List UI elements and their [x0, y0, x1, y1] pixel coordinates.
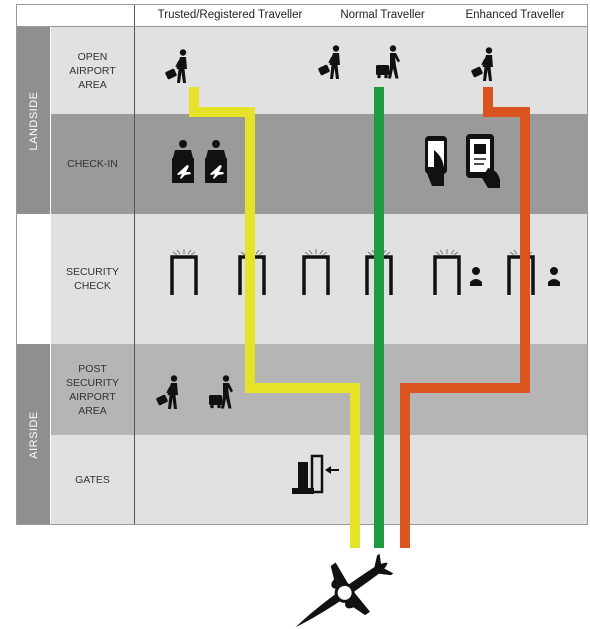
- row-label-gates: GATES: [75, 474, 110, 486]
- airside-bar: AIRSIDE: [17, 344, 50, 525]
- row-label-open-airport-area: OPEN AIRPORT AREA: [69, 50, 116, 91]
- label-column-divider: [134, 4, 135, 525]
- mobile-checkin-icon: [425, 136, 447, 186]
- boarding-gate-icon: [292, 454, 340, 494]
- enhanced-traveller-path: [400, 87, 530, 548]
- normal-traveller-suitcase-icon: [317, 44, 341, 80]
- normal-traveller-cart-icon: [376, 45, 400, 79]
- security-gate-icon: [170, 247, 198, 297]
- row-label-check-in: CHECK-IN: [67, 158, 118, 170]
- airplane-icon: [295, 553, 394, 628]
- enhanced-traveller-icon: [470, 46, 494, 82]
- security-guard-icon: [470, 267, 482, 286]
- landside-bar: LANDSIDE: [17, 27, 50, 214]
- grid-top-border: [16, 4, 588, 5]
- trusted-traveller-icon: [164, 48, 188, 84]
- row-label-security-check: SECURITY CHECK: [65, 266, 120, 292]
- post-security-traveller-icon: [155, 374, 179, 410]
- trusted-traveller-path: [189, 87, 360, 548]
- grid-right-border: [587, 4, 588, 525]
- security-guard-icon: [548, 267, 560, 286]
- grid-bottom-border: [16, 524, 588, 525]
- security-gate-icon: [433, 247, 461, 297]
- column-header-enhanced: Enhanced Traveller: [465, 9, 565, 21]
- checkin-desk-icon: [172, 140, 194, 183]
- kiosk-checkin-icon: [466, 134, 500, 188]
- row-security-check: [51, 214, 588, 344]
- post-security-cart-traveller-icon: [209, 375, 233, 409]
- row-gates: [51, 435, 588, 525]
- grid-left-border: [16, 4, 17, 525]
- row-label-post-security-area: POST SECURITY AIRPORT AREA: [65, 362, 120, 417]
- row-check-in: [51, 114, 588, 214]
- column-header-normal: Normal Traveller: [340, 9, 425, 21]
- checkin-desk-icon: [205, 140, 227, 183]
- security-gate-icon: [302, 247, 330, 297]
- header-divider: [16, 26, 588, 27]
- column-header-trusted: Trusted/Registered Traveller: [157, 9, 303, 21]
